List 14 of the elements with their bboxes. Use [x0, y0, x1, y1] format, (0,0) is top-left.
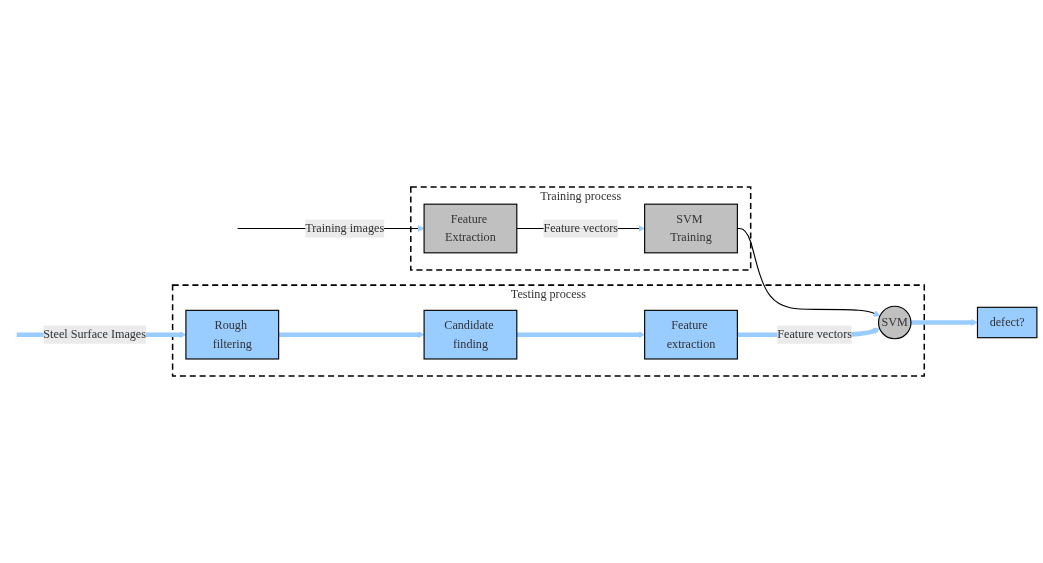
node-box: SVM Training — [644, 203, 738, 254]
edge-label: Feature vectors — [777, 327, 852, 341]
node-box: Candidate finding — [423, 309, 518, 360]
arrow — [910, 319, 978, 326]
node-box: Feature extraction — [644, 309, 738, 360]
node-circle: SVM — [877, 305, 912, 340]
edge-label: Steel Surface Images — [43, 327, 146, 341]
arrow — [278, 331, 425, 338]
node-box: Rough filtering — [185, 309, 280, 360]
node-box: Feature Extraction — [423, 203, 518, 254]
arrow — [516, 331, 645, 338]
edge-label: Training images — [305, 221, 385, 235]
edge-label: Feature vectors — [543, 221, 619, 235]
node-box: defect? — [976, 306, 1038, 339]
